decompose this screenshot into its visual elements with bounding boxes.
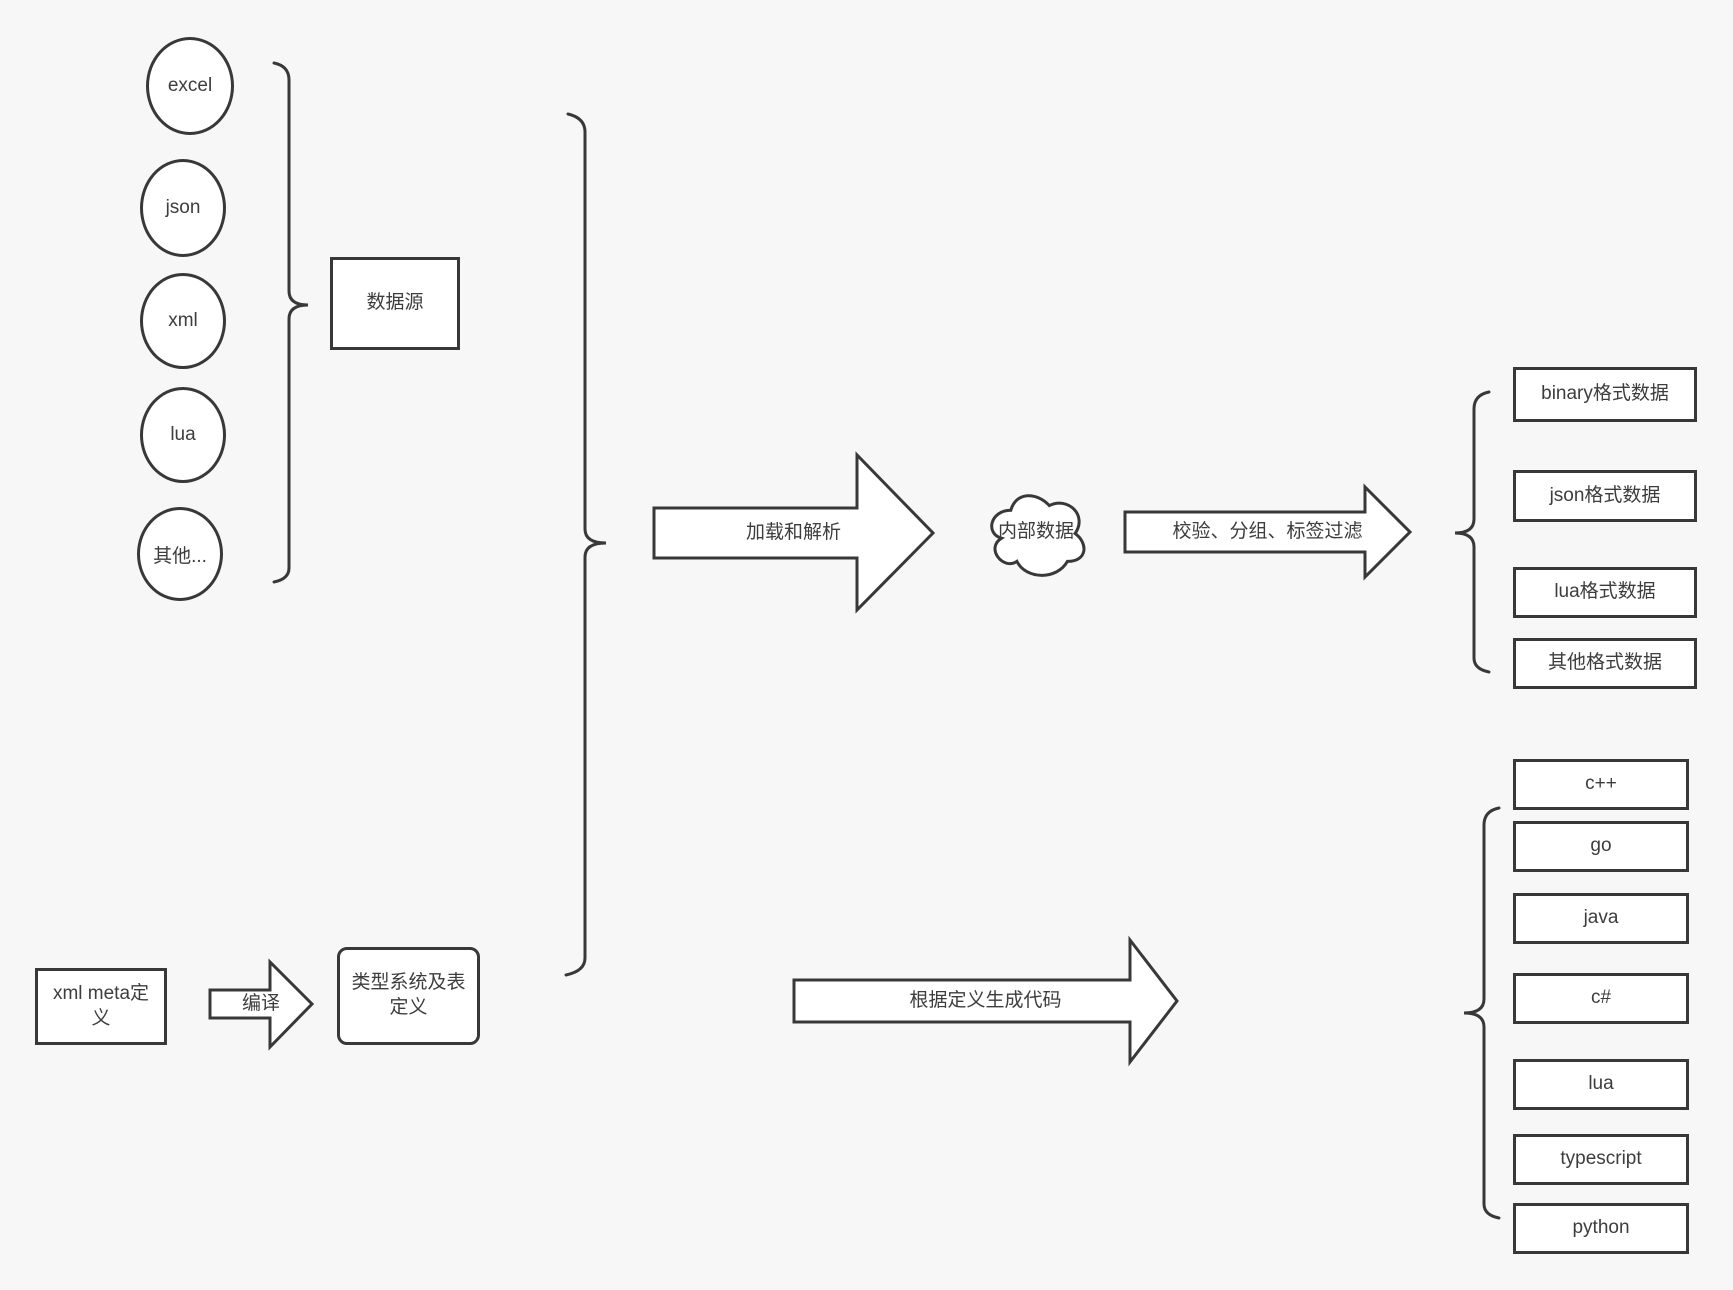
format-box-binary: binary格式数据 (1513, 367, 1697, 422)
datasource-box-label: 数据源 (366, 292, 424, 314)
lang-box-typescript: typescript (1513, 1134, 1689, 1185)
lang-box-label: typescript (1560, 1148, 1642, 1170)
load-parse-arrow (652, 451, 936, 614)
compile-arrow-label: 编译 (241, 993, 280, 1014)
lang-box-java: java (1513, 893, 1689, 944)
sources-brace (272, 61, 309, 584)
lang-box-python: python (1513, 1203, 1689, 1254)
source-node-other: 其他... (137, 507, 223, 601)
type-system-box-label: 类型系统及表定义 (351, 972, 466, 1018)
xml-meta-box: xml meta定义 (35, 968, 167, 1045)
filter-arrow (1123, 483, 1413, 581)
source-node-label: xml (168, 310, 198, 331)
type-system-box: 类型系统及表定义 (337, 947, 480, 1045)
lang-box-label: java (1583, 907, 1619, 929)
lang-box-label: c++ (1585, 773, 1617, 795)
lang-box-label: c# (1590, 987, 1612, 1009)
format-box-label: 其他格式数据 (1547, 652, 1662, 674)
source-node-json: json (140, 159, 226, 257)
source-node-label: lua (170, 424, 196, 445)
main-brace (564, 112, 607, 977)
formats-brace (1454, 390, 1491, 674)
lang-box-csharp: c# (1513, 973, 1689, 1024)
format-box-label: binary格式数据 (1541, 383, 1669, 405)
filter-arrow-label: 校验、分组、标签过滤 (1172, 521, 1363, 542)
format-box-lua: lua格式数据 (1513, 567, 1697, 618)
lang-box-label: go (1590, 835, 1612, 857)
codegen-arrow-label: 根据定义生成代码 (909, 990, 1062, 1011)
lang-box-label: python (1572, 1217, 1630, 1239)
datasource-box: 数据源 (330, 257, 460, 350)
lang-box-go: go (1513, 821, 1689, 872)
format-box-label: json格式数据 (1549, 484, 1661, 506)
format-box-json: json格式数据 (1513, 470, 1697, 522)
lang-box-cpp: c++ (1513, 759, 1689, 810)
source-node-lua: lua (140, 387, 226, 483)
compile-arrow (208, 958, 315, 1051)
lang-box-lua: lua (1513, 1059, 1689, 1110)
internal-data-cloud (990, 494, 1086, 577)
source-node-label: excel (167, 75, 213, 96)
internal-data-cloud-label: 内部数据 (997, 521, 1074, 542)
xml-meta-box-label: xml meta定义 (52, 982, 150, 1029)
codegen-arrow (792, 935, 1179, 1067)
format-box-label: lua格式数据 (1554, 581, 1656, 603)
source-node-label: json (165, 197, 201, 218)
source-node-label: 其他... (153, 545, 207, 567)
languages-brace (1463, 806, 1501, 1220)
format-box-other: 其他格式数据 (1513, 638, 1697, 689)
source-node-excel: excel (146, 37, 234, 135)
load-parse-arrow-label: 加载和解析 (745, 522, 841, 543)
lang-box-label: lua (1588, 1073, 1614, 1095)
source-node-xml: xml (140, 273, 226, 369)
